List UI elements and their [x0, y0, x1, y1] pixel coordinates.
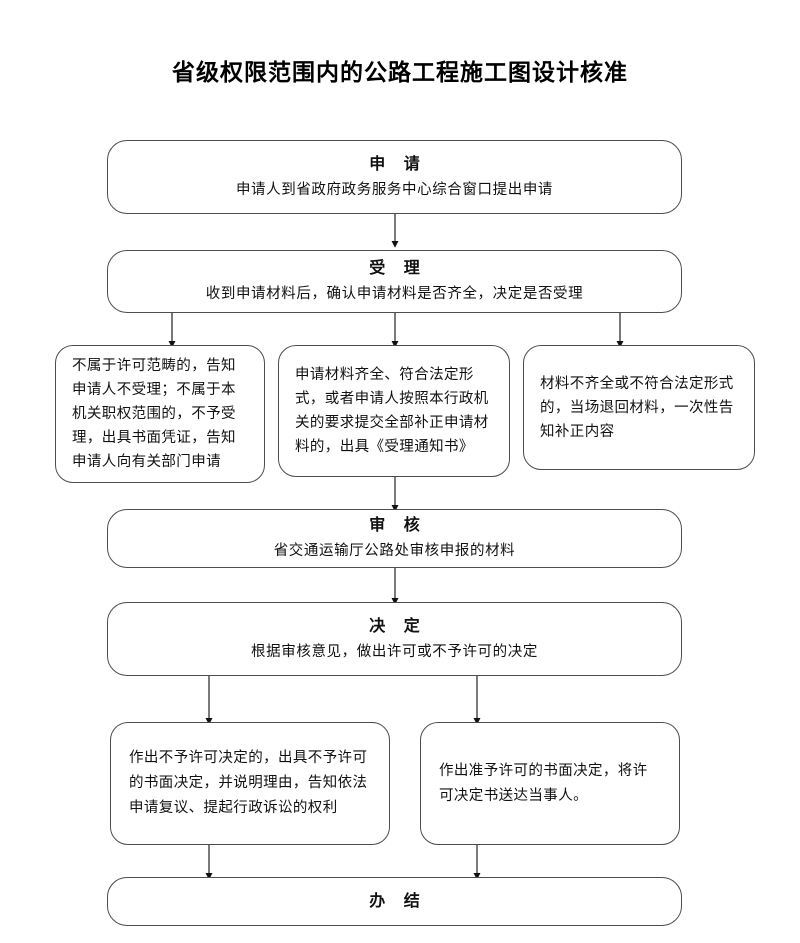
node-decide: 决 定 根据审核意见，做出许可或不予许可的决定 — [107, 602, 682, 676]
node-done: 办 结 — [107, 877, 682, 926]
node-result-denied: 作出不予许可决定的，出具不予许可的书面决定，并说明理由，告知依法申请复议、提起行… — [110, 722, 390, 845]
node-result-granted-body: 作出准予许可的书面决定，将许可决定书送达当事人。 — [439, 762, 648, 804]
node-branch-complete: 申请材料齐全、符合法定形式，或者申请人按照本行政机关的要求提交全部补正申请材料的… — [278, 345, 510, 477]
node-branch-incomplete-body: 材料不齐全或不符合法定形式的，当场退回材料，一次性告知补正内容 — [540, 375, 734, 440]
node-accept-body: 收到申请材料后，确认申请材料是否齐全，决定是否受理 — [205, 286, 584, 302]
node-result-granted: 作出准予许可的书面决定，将许可决定书送达当事人。 — [420, 722, 680, 845]
node-result-denied-body: 作出不予许可决定的，出具不予许可的书面决定，并说明理由，告知依法申请复议、提起行… — [129, 750, 368, 816]
node-branch-complete-body: 申请材料齐全、符合法定形式，或者申请人按照本行政机关的要求提交全部补正申请材料的… — [295, 367, 489, 455]
node-apply: 申 请 申请人到省政府政务服务中心综合窗口提出申请 — [107, 140, 682, 214]
node-apply-head: 申 请 — [369, 155, 427, 173]
page-title: 省级权限范围内的公路工程施工图设计核准 — [172, 59, 628, 85]
node-accept: 受 理 收到申请材料后，确认申请材料是否齐全，决定是否受理 — [107, 250, 682, 313]
node-review: 审 核 省交通运输厅公路处审核申报的材料 — [107, 509, 682, 568]
node-apply-body: 申请人到省政府政务服务中心综合窗口提出申请 — [235, 181, 554, 198]
node-done-head: 办 结 — [369, 892, 427, 910]
node-decide-head: 决 定 — [369, 617, 427, 635]
node-branch-incomplete: 材料不齐全或不符合法定形式的，当场退回材料，一次性告知补正内容 — [523, 345, 755, 470]
node-review-head: 审 核 — [369, 517, 427, 534]
node-decide-body: 根据审核意见，做出许可或不予许可的决定 — [251, 643, 538, 660]
node-review-body: 省交通运输厅公路处审核申报的材料 — [273, 543, 516, 559]
node-branch-not-scope-body: 不属于许可范畴的，告知申请人不受理；不属于本机关职权范围的，不予受理，出具书面凭… — [72, 358, 236, 470]
node-branch-not-scope: 不属于许可范畴的，告知申请人不受理；不属于本机关职权范围的，不予受理，出具书面凭… — [55, 345, 265, 483]
node-accept-head: 受 理 — [369, 260, 427, 277]
